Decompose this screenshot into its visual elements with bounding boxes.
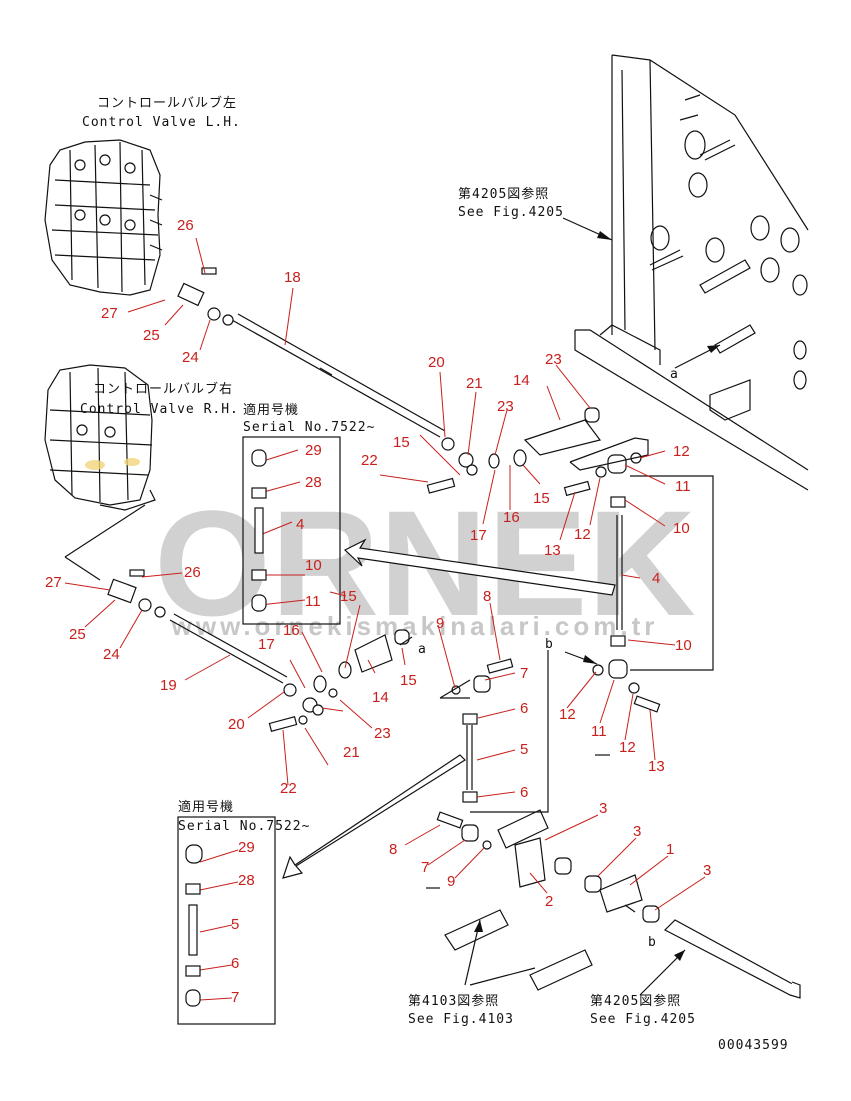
fittings bbox=[107, 267, 661, 923]
part-number: 24 bbox=[103, 646, 120, 663]
ref-4103-jp: 第4103図参照 bbox=[408, 993, 499, 1009]
part-number: 21 bbox=[466, 375, 483, 392]
arrows bbox=[282, 217, 721, 996]
part-number: 26 bbox=[177, 217, 194, 234]
serial-2-en: Serial No.7522~ bbox=[178, 819, 310, 834]
ref-4205-bot-en: See Fig.4205 bbox=[590, 1012, 696, 1027]
part-number: 9 bbox=[447, 873, 455, 890]
part-number: 6 bbox=[520, 784, 528, 801]
part-number: 23 bbox=[497, 398, 514, 415]
marker-b-2: b bbox=[648, 935, 657, 950]
serial-box-1 bbox=[242, 436, 341, 625]
serial-box-2 bbox=[177, 816, 276, 1025]
watermark-url: www.ornekismakinalari.com.tr bbox=[171, 611, 659, 641]
watermark: ORNEK www.ornekismakinalari.com.tr bbox=[154, 479, 696, 647]
part-number: 15 bbox=[533, 490, 550, 507]
part-number: 25 bbox=[69, 626, 86, 643]
control-valve-lh-en: Control Valve L.H. bbox=[82, 115, 241, 130]
machine-frame bbox=[574, 54, 809, 491]
part-number: 6 bbox=[231, 955, 239, 972]
part-number: 12 bbox=[559, 706, 576, 723]
part-number: 12 bbox=[673, 443, 690, 460]
part-number: 6 bbox=[520, 700, 528, 717]
part-number: 14 bbox=[372, 689, 389, 706]
ref-4205-bot-jp: 第4205図参照 bbox=[590, 993, 681, 1009]
part-number: 25 bbox=[143, 327, 160, 344]
part-number: 8 bbox=[483, 588, 491, 605]
part-number: 20 bbox=[228, 716, 245, 733]
part-number: 4 bbox=[652, 570, 660, 587]
part-number: 7 bbox=[231, 989, 239, 1006]
part-number: 20 bbox=[428, 354, 445, 371]
serial-1-en: Serial No.7522~ bbox=[243, 420, 375, 435]
part-number: 8 bbox=[389, 841, 397, 858]
part-number: 27 bbox=[45, 574, 62, 591]
ref-4205-top-en: See Fig.4205 bbox=[458, 205, 564, 220]
part-number: 29 bbox=[238, 839, 255, 856]
part-number: 15 bbox=[400, 672, 417, 689]
serial-2-jp: 適用号機 bbox=[178, 799, 234, 815]
part-number: 3 bbox=[633, 823, 641, 840]
part-number: 15 bbox=[340, 588, 357, 605]
part-number-labels: 26 27 25 24 18 20 21 23 22 17 16 15 14 1… bbox=[45, 217, 711, 1006]
part-number: 22 bbox=[280, 780, 297, 797]
part-number: 16 bbox=[503, 509, 520, 526]
part-number: 10 bbox=[305, 557, 322, 574]
part-number: 16 bbox=[283, 622, 300, 639]
part-number: 23 bbox=[374, 725, 391, 742]
part-number: 1 bbox=[666, 841, 674, 858]
part-number: 14 bbox=[513, 372, 530, 389]
serial-1-jp: 適用号機 bbox=[243, 402, 299, 418]
part-number: 5 bbox=[520, 741, 528, 758]
ref-4103-en: See Fig.4103 bbox=[408, 1012, 514, 1027]
part-number: 19 bbox=[160, 677, 177, 694]
part-number: 29 bbox=[305, 442, 322, 459]
leader-lines bbox=[64, 237, 706, 1001]
ref-4205-top-jp: 第4205図参照 bbox=[458, 186, 549, 202]
control-valve-lh bbox=[44, 139, 163, 296]
part-number: 13 bbox=[648, 758, 665, 775]
part-number: 3 bbox=[703, 862, 711, 879]
part-number: 17 bbox=[258, 636, 275, 653]
part-number: 9 bbox=[436, 615, 444, 632]
part-number: 2 bbox=[545, 893, 553, 910]
part-number: 12 bbox=[619, 739, 636, 756]
part-number: 17 bbox=[470, 527, 487, 544]
part-number: 26 bbox=[184, 564, 201, 581]
part-number: 10 bbox=[673, 520, 690, 537]
control-valve-rh bbox=[44, 364, 156, 511]
part-number: 28 bbox=[305, 474, 322, 491]
part-number: 23 bbox=[545, 351, 562, 368]
part-number: 28 bbox=[238, 872, 255, 889]
part-number: 11 bbox=[675, 478, 691, 495]
part-number: 27 bbox=[101, 305, 118, 322]
drawing-number: 00043599 bbox=[718, 1038, 789, 1053]
control-valve-lh-jp: コントロールバルブ左 bbox=[97, 95, 237, 111]
part-number: 3 bbox=[599, 800, 607, 817]
part-number: 22 bbox=[361, 452, 378, 469]
marker-b-1: b bbox=[545, 637, 554, 652]
part-number: 7 bbox=[520, 665, 528, 682]
part-number: 7 bbox=[421, 859, 429, 876]
part-number: 5 bbox=[231, 916, 239, 933]
marker-a-1: a bbox=[670, 367, 679, 382]
part-number: 18 bbox=[284, 269, 301, 286]
part-number: 11 bbox=[305, 593, 321, 610]
text-labels: コントロールバルブ左 Control Valve L.H. コントロールバルブ右… bbox=[80, 95, 789, 1053]
part-number: 12 bbox=[574, 526, 591, 543]
boxes bbox=[64, 436, 714, 1025]
control-valve-rh-jp: コントロールバルブ右 bbox=[93, 381, 233, 397]
part-number: 11 bbox=[591, 723, 607, 740]
part-number: 24 bbox=[182, 349, 199, 366]
part-number: 10 bbox=[675, 637, 692, 654]
part-number: 4 bbox=[296, 516, 304, 533]
part-number: 15 bbox=[393, 434, 410, 451]
serial-box-parts bbox=[185, 449, 267, 1007]
part-number: 21 bbox=[343, 744, 360, 761]
control-valve-rh-en: Control Valve R.H. bbox=[80, 402, 239, 417]
marker-a-2: a bbox=[418, 642, 427, 657]
part-number: 13 bbox=[544, 542, 561, 559]
